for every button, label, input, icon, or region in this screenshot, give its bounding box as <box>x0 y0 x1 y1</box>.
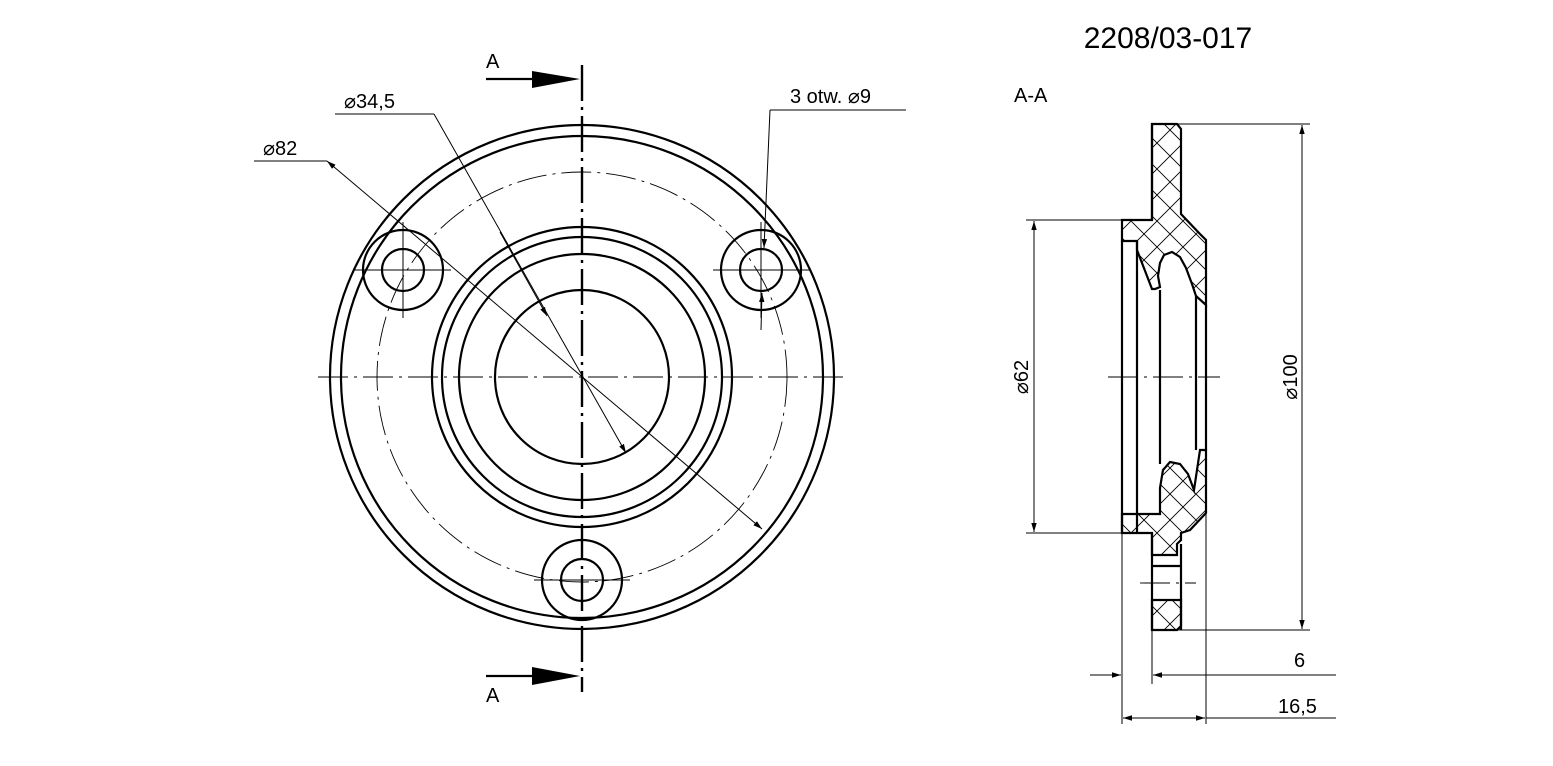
front-view: A A ⌀82 ⌀34,5 3 otw. ⌀9 <box>254 51 906 707</box>
bore-label: ⌀34,5 <box>344 91 395 113</box>
total-length-label: 16,5 <box>1278 696 1317 718</box>
recess-diameter-label: ⌀62 <box>1011 360 1033 394</box>
flange-thickness-dimension <box>1090 533 1336 724</box>
pitch-circle-label: ⌀82 <box>263 138 297 160</box>
section-title: A-A <box>1014 85 1048 107</box>
total-length-dimension <box>1123 450 1336 724</box>
outer-diameter-dimension <box>1177 123 1310 631</box>
section-marker-bottom: A <box>486 685 500 707</box>
flange-thickness-label: 6 <box>1294 650 1305 672</box>
hole-right <box>713 222 809 318</box>
section-arrow-bottom <box>486 667 580 685</box>
pitch-circle-dimension <box>254 160 763 530</box>
section-arrow-top <box>486 71 580 88</box>
hole-left <box>355 222 451 318</box>
section-view: ⌀62 ⌀100 6 16,5 <box>1011 122 1336 724</box>
outer-diameter-label: ⌀100 <box>1280 354 1302 399</box>
drawing-number: 2208/03-017 <box>1084 22 1253 55</box>
section-marker-top: A <box>486 51 500 73</box>
lower-section-hatch <box>1120 448 1208 557</box>
recess-diameter-dimension <box>1026 219 1122 534</box>
holes-dimension <box>759 109 906 331</box>
hole-section-hatch <box>1150 598 1183 632</box>
upper-section-hatch <box>1120 122 1208 308</box>
holes-label: 3 otw. ⌀9 <box>790 86 871 108</box>
bore-dimension <box>335 113 627 454</box>
